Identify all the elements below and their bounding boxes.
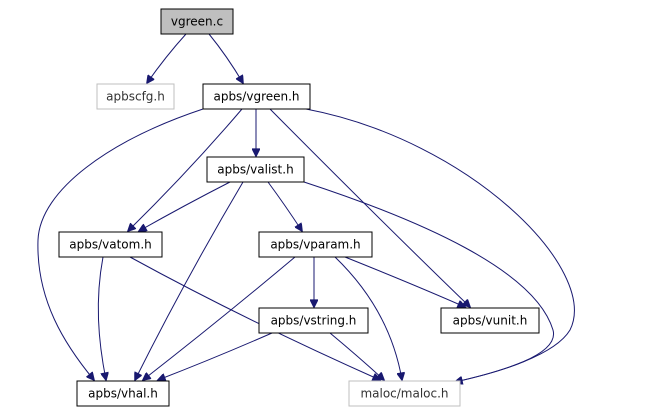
dependency-edges [37,33,575,382]
edge-vparam-h-to-maloc-h [334,256,402,380]
edge-vparam-h-to-vhal-h [143,256,296,380]
node-vatom-h[interactable]: apbs/vatom.h [58,231,163,258]
edge-valist-h-to-vparam-h [267,181,302,231]
node-vgreen-h[interactable]: apbs/vgreen.h [202,83,311,110]
edge-vgreen-c-to-apbscfg-h [147,33,187,83]
edge-valist-h-to-vhal-h [135,181,244,380]
node-box [96,83,175,110]
node-label: apbs/valist.h [217,163,293,177]
node-box [348,380,461,407]
edge-vgreen-c-to-vgreen-h [208,33,243,83]
node-label: apbs/vstring.h [271,314,357,328]
node-valist-h[interactable]: apbs/valist.h [206,156,305,183]
node-label: apbs/vatom.h [69,238,152,252]
edge-vgreen-h-to-vunit-h [269,108,470,307]
edge-vatom-h-to-maloc-h [129,256,380,380]
node-apbscfg-h[interactable]: apbscfg.h [96,83,175,110]
node-box [58,231,163,258]
node-label: apbs/vgreen.h [213,90,299,104]
node-label: maloc/maloc.h [360,387,448,401]
node-label: apbs/vparam.h [270,238,360,252]
node-vstring-h[interactable]: apbs/vstring.h [258,307,369,334]
edge-vgreen-h-to-vatom-h [128,108,243,231]
edge-vstring-h-to-maloc-h [329,332,384,380]
edge-vparam-h-to-vunit-h [344,256,465,307]
node-label: vgreen.c [171,15,223,29]
node-box [440,307,540,334]
node-maloc-h[interactable]: maloc/maloc.h [348,380,461,407]
node-box [160,8,234,35]
node-label: apbs/vhal.h [88,387,158,401]
edge-vstring-h-to-vhal-h [158,332,273,380]
node-vgreen-c[interactable]: vgreen.c [160,8,234,35]
node-box [206,156,305,183]
file-nodes: vgreen.c apbscfg.h apbs/vgreen.h apbs/valis… [58,8,540,407]
edge-valist-h-to-vatom-h [139,181,231,231]
node-box [258,231,373,258]
edge-valist-h-to-maloc-h [303,181,554,382]
node-box [76,380,170,407]
node-box [202,83,311,110]
node-label: apbs/vunit.h [453,314,528,328]
edge-vatom-h-to-vhal-h [97,256,106,380]
node-vparam-h[interactable]: apbs/vparam.h [258,231,373,258]
node-vhal-h[interactable]: apbs/vhal.h [76,380,170,407]
node-box [258,307,369,334]
node-vunit-h[interactable]: apbs/vunit.h [440,307,540,334]
edge-vgreen-h-to-vhal-h [37,108,204,380]
node-label: apbscfg.h [106,90,165,104]
